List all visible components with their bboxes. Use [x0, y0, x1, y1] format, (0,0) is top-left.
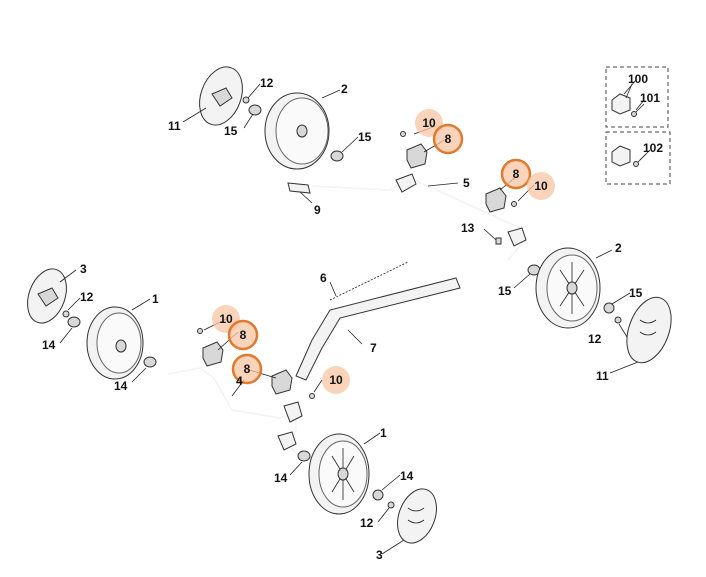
hubcap-3-left [27, 268, 67, 324]
callout-numbers: 12 11 15 2 15 5 9 13 2 15 15 12 11 100 1… [42, 72, 663, 562]
callout-1-left: 1 [152, 292, 159, 306]
front-axle-4 [167, 367, 303, 457]
callout-15-upper-right: 15 [358, 130, 372, 144]
callout-13: 13 [461, 221, 475, 235]
callout-label: 8 [240, 328, 247, 342]
bushing-14-lower-inner [297, 450, 311, 462]
highlight-callout-10-lower-b: 10 [322, 366, 350, 394]
highlight-callout-8-lower-a: 8 [227, 319, 259, 351]
bracket-8-lower-a [202, 341, 224, 367]
callout-3-lower: 3 [376, 548, 383, 562]
callout-label: 8 [513, 167, 520, 181]
callout-label: 8 [445, 132, 452, 146]
callout-102: 102 [643, 141, 663, 155]
callout-12-left: 12 [80, 290, 94, 304]
bushing-15-upper-right [330, 150, 344, 162]
spring-6 [329, 261, 409, 301]
callout-14-lower-inner: 14 [274, 471, 288, 485]
pin-13 [495, 237, 502, 245]
callout-15-right-inner: 15 [498, 284, 512, 298]
callout-6: 6 [320, 271, 327, 285]
screw-10-upper-b [511, 201, 517, 207]
highlight-callout-8-upper-b: 8 [500, 158, 532, 190]
bracket-8-lower-b [271, 369, 293, 395]
highlight-callout-10-upper-b: 10 [527, 172, 555, 200]
callout-4: 4 [236, 374, 243, 388]
washer-12-upper [242, 96, 250, 104]
callout-7: 7 [370, 341, 377, 355]
bushing-15-upper-left [248, 104, 262, 116]
rear-wheel-2-lower [535, 247, 601, 329]
callout-2-upper: 2 [341, 82, 348, 96]
screw-10-lower-b [309, 393, 315, 399]
height-lever-7 [295, 277, 461, 381]
callout-9: 9 [314, 203, 321, 217]
highlight-callout-8-upper-a: 8 [432, 123, 464, 155]
bracket-8-upper-a [406, 143, 428, 169]
bushing-14-left-inner [143, 356, 157, 368]
callout-3-left: 3 [80, 262, 87, 276]
washer-12-left [62, 310, 70, 318]
hubcap-11-upper [199, 66, 243, 126]
bushing-15-right-outer [603, 302, 615, 314]
washer-12-lower [387, 501, 395, 509]
callout-label: 8 [244, 362, 251, 376]
rear-wheel-2-upper [264, 92, 330, 170]
callout-14-left: 14 [42, 338, 56, 352]
callout-label: 10 [534, 179, 548, 193]
hubcap-3-lower [397, 488, 437, 544]
rear-axle-5 [311, 173, 527, 261]
bushing-14-lower-outer [372, 489, 384, 501]
callout-100: 100 [628, 72, 648, 86]
highlight-callout-8-lower-b: 8 [231, 353, 263, 385]
callout-2-lower: 2 [615, 241, 622, 255]
callout-11-upper: 11 [168, 119, 181, 133]
callout-5: 5 [463, 176, 470, 190]
bushing-14-left [67, 316, 81, 328]
callout-14-lower-outer: 14 [400, 469, 414, 483]
callout-label: 10 [422, 116, 436, 130]
callout-1-lower: 1 [380, 426, 387, 440]
washer-12-right [614, 316, 622, 324]
callout-14-left-inner: 14 [114, 379, 128, 393]
screw-10-lower-a [197, 328, 203, 334]
callout-101: 101 [640, 91, 660, 105]
front-wheel-1-left [86, 306, 144, 380]
callout-12-upper: 12 [260, 76, 274, 90]
hubcap-11-right [626, 296, 672, 364]
callout-12-lower: 12 [360, 516, 374, 530]
callout-11-right: 11 [596, 369, 609, 383]
inset-box-100-101 [605, 66, 669, 128]
callout-15-upper-left: 15 [224, 124, 238, 138]
inset-box-102 [605, 131, 671, 185]
callout-label: 10 [219, 312, 233, 326]
bracket-8-upper-b [485, 187, 507, 213]
callout-15-right-outer: 15 [629, 286, 643, 300]
callout-label: 10 [329, 373, 343, 387]
front-wheel-1-lower [308, 433, 370, 515]
screw-10-upper-a [400, 131, 406, 137]
grip-9 [287, 182, 311, 194]
callout-12-right: 12 [588, 332, 602, 346]
